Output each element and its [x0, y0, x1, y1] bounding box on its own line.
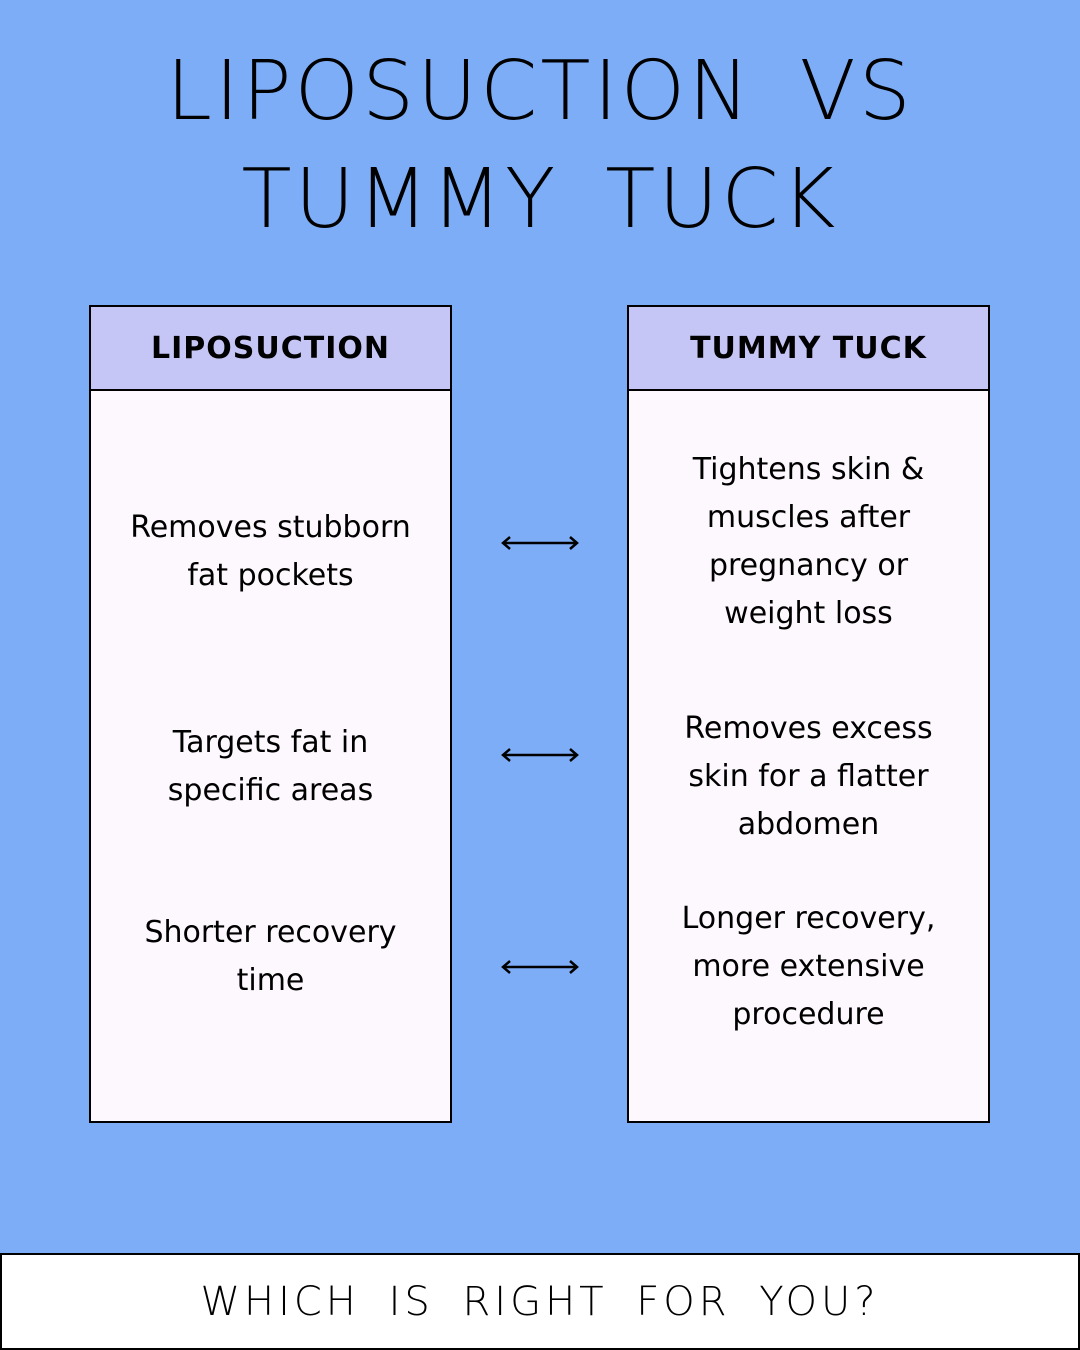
double-arrow-icon: [501, 748, 579, 762]
title-line-1: LIPOSUCTION VS: [166, 44, 914, 139]
liposuction-column: LIPOSUCTION Removes stubborn fat pockets…: [89, 305, 452, 1123]
tummy-tuck-item-1: Tightens skin & muscles after pregnancy …: [692, 452, 925, 631]
liposuction-item-2: Targets fat in specific areas: [167, 725, 374, 808]
title-line-2: TUMMY TUCK: [241, 152, 839, 247]
double-arrow-icon: [501, 536, 579, 550]
liposuction-item-1: Removes stubborn fat pockets: [130, 510, 411, 593]
tummy-tuck-item-2: Removes excess skin for a flatter abdome…: [684, 711, 933, 842]
liposuction-header: LIPOSUCTION: [91, 307, 450, 391]
tummy-tuck-column: TUMMY TUCK Tightens skin & muscles after…: [627, 305, 990, 1123]
liposuction-item-3: Shorter recovery time: [144, 915, 397, 998]
page-title: LIPOSUCTION VS TUMMY TUCK: [0, 38, 1080, 254]
tummy-tuck-item-3: Longer recovery, more extensive procedur…: [681, 901, 936, 1032]
tummy-tuck-header: TUMMY TUCK: [629, 307, 988, 391]
double-arrow-icon: [501, 960, 579, 974]
footer-banner: WHICH IS RIGHT FOR YOU?: [0, 1253, 1080, 1350]
